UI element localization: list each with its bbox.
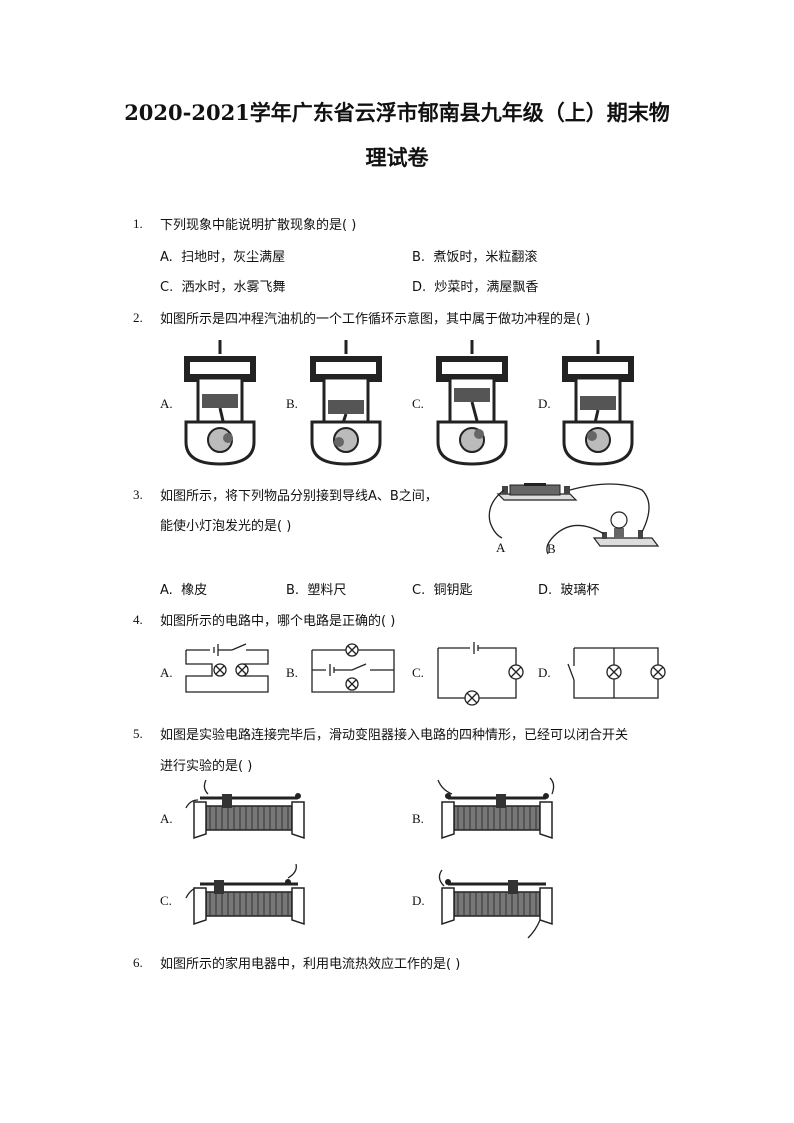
circuit-diagram-a [185,643,269,693]
engine-label-d: D. [538,396,551,411]
circuit-label-c: C. [412,665,424,680]
question-3-text-line1: 如图所示，将下列物品分别接到导线A、B之间， [160,489,438,504]
question-6-text: 如图所示的家用电器中，利用电流热效应工作的是( ) [160,957,461,972]
rheostat-label-d: D. [412,893,425,908]
option-label: B. [412,250,426,265]
bulb-circuit-figure [488,483,660,555]
option-text: 扫地时，灰尘满屋 [181,250,286,265]
engine-label-b: B. [286,396,298,411]
wire-label-a: A [496,540,506,555]
question-1-number: 1. [133,216,143,231]
circuit-label-a: A. [160,665,173,680]
question-3-option-b: B. 塑料尺 [286,579,346,598]
exam-title-line1: 2020-2021学年广东省云浮市郁南县九年级（上）期末物 [124,100,670,125]
question-3-option-c: C. 铜钥匙 [412,579,473,598]
question-1-text: 下列现象中能说明扩散现象的是( ) [160,218,357,233]
rheostat-diagram-b [437,777,555,840]
engine-diagram-d [562,340,634,466]
circuit-diagram-d [567,647,666,699]
exam-title-line2: 理试卷 [365,145,429,170]
question-4-number: 4. [133,612,143,627]
question-2-number: 2. [133,310,143,325]
question-3-number: 3. [133,487,143,502]
question-1-option-c: C. 洒水时，水雾飞舞 [160,276,286,295]
question-3-text-line2: 能使小灯泡发光的是( ) [160,519,292,534]
rheostat-diagram-a [185,779,305,840]
question-3-option-d: D. 玻璃杯 [538,579,599,598]
question-1-option-d: D. 炒菜时，满屋飘香 [412,276,538,295]
option-label: C. [412,583,426,598]
question-5-text-line2: 进行实验的是( ) [160,759,253,774]
option-text: 铜钥匙 [433,583,473,598]
engine-diagram-b [310,340,382,466]
circuit-diagram-b [311,643,395,693]
wire-label-b: B [547,541,556,556]
option-label: C. [160,280,174,295]
option-text: 洒水时，水雾飞舞 [181,280,286,295]
question-4-text: 如图所示的电路中，哪个电路是正确的( ) [160,614,396,629]
rheostat-diagram-d [438,869,553,939]
question-1-option-a: A. 扫地时，灰尘满屋 [160,246,285,265]
circuit-diagram-c [437,642,524,706]
option-label: D. [412,280,427,295]
option-text: 煮饭时，米粒翻滚 [433,250,538,265]
option-text: 玻璃杯 [560,583,600,598]
option-text: 塑料尺 [307,583,347,598]
circuit-label-d: D. [538,665,551,680]
option-text: 橡皮 [181,583,208,598]
engine-diagram-a [184,340,256,466]
rheostat-label-c: C. [160,893,172,908]
question-5-text-line1: 如图是实验电路连接完毕后，滑动变阻器接入电路的四种情形，已经可以闭合开关 [160,728,629,743]
option-label: A. [160,250,173,265]
engine-label-c: C. [412,396,424,411]
engine-diagram-c [436,340,508,466]
option-text: 炒菜时，满屋飘香 [434,280,539,295]
question-2-text: 如图所示是四冲程汽油机的一个工作循环示意图，其中属于做功冲程的是( ) [160,312,591,327]
option-label: D. [538,583,553,598]
circuit-label-b: B. [286,665,298,680]
question-1-option-b: B. 煮饭时，米粒翻滚 [412,246,537,265]
question-5-number: 5. [133,726,143,741]
rheostat-label-b: B. [412,811,424,826]
question-3-option-a: A. 橡皮 [160,579,207,598]
option-label: B. [286,583,300,598]
question-6-number: 6. [133,955,143,970]
engine-label-a: A. [160,396,173,411]
rheostat-label-a: A. [160,811,173,826]
rheostat-diagram-c [185,863,305,926]
option-label: A. [160,583,173,598]
